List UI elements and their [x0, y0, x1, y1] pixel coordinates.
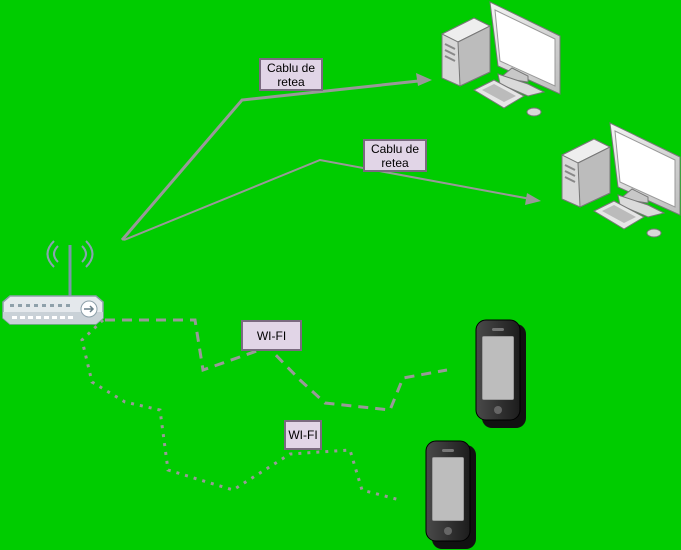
wifi-label-1: WI-FI — [241, 320, 302, 351]
desktop-computer-icon — [560, 122, 681, 238]
cable-label-2: Cablu de retea — [363, 139, 427, 172]
cable-connector-2 — [123, 158, 541, 241]
desktop-computer-icon — [440, 1, 561, 117]
wifi-link-1 — [105, 318, 448, 412]
cable-label-1: Cablu de retea — [259, 58, 323, 91]
smartphone-icon — [425, 440, 476, 549]
smartphone-icon — [475, 319, 526, 428]
cable-connector-1 — [120, 73, 432, 241]
wifi-label-2: WI-FI — [284, 420, 322, 450]
wifi-link-2 — [80, 318, 401, 502]
router-icon — [2, 240, 104, 325]
